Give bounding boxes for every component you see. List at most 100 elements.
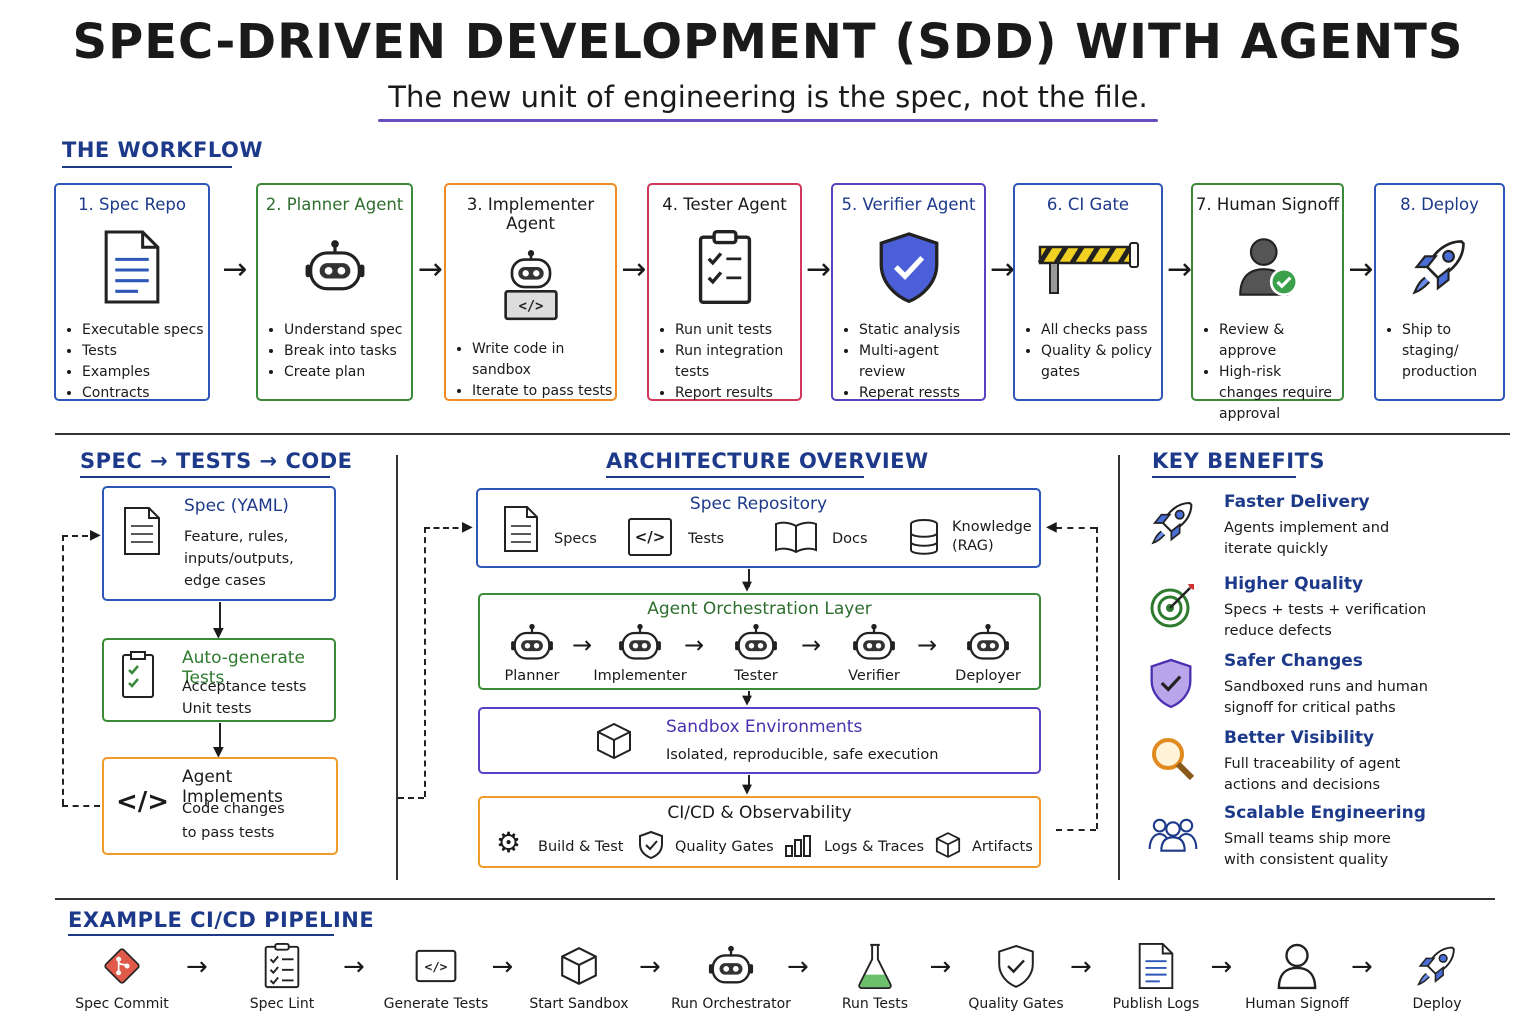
step-bullet: Tests (82, 341, 208, 362)
pipeline-stage-label: Start Sandbox (529, 996, 629, 1012)
flow-arrow: → (684, 631, 705, 659)
workflow-step-5: 5. Verifier Agent Static analysisMulti-a… (831, 183, 986, 401)
agent-label: Tester (734, 668, 778, 684)
pipeline-stage: Spec Lint (212, 940, 352, 1012)
step-bullet: Break into tasks (284, 341, 411, 362)
pipeline-stage-label: Spec Commit (75, 996, 169, 1012)
robot-icon (706, 623, 806, 663)
column-divider (396, 455, 398, 880)
step-bullet: All checks pass (1041, 320, 1161, 341)
benefits-underline (1152, 476, 1296, 478)
pipeline-underline (68, 934, 334, 936)
repo-item-docs: Docs (832, 531, 868, 547)
loop-arrowhead: ▶ (462, 519, 473, 535)
step-bullet: Report results (675, 383, 800, 404)
rocket-icon (1376, 224, 1503, 310)
benefit-item: Better Visibility Full traceability of a… (1148, 728, 1518, 804)
user-check-icon (1193, 224, 1342, 310)
spec-repository-box: Spec Repository Specs </> Tests Docs Kno… (476, 488, 1041, 568)
step-bullet: Contracts (82, 383, 208, 404)
flow-arrow: → (1210, 952, 1233, 982)
architecture-underline (606, 476, 864, 478)
flow-arrow: → (1070, 952, 1092, 982)
subtitle-underline (378, 119, 1158, 122)
benefit-title: Better Visibility (1224, 728, 1375, 748)
pipeline-stage-label: Spec Lint (249, 996, 315, 1012)
cicd-item-build: Build & Test (538, 839, 624, 855)
step-bullet: Understand spec (284, 320, 411, 341)
auto-tests-title: Auto-generate Tests (182, 648, 305, 688)
step-bullet: Run integration tests (675, 341, 800, 383)
step-bullet: Ship to staging/ production (1402, 320, 1503, 383)
benefit-title: Safer Changes (1224, 651, 1363, 671)
pipeline-stage: Human Signoff (1227, 940, 1367, 1012)
step-bullet: Iterate to pass tests (472, 381, 615, 402)
agent-label: Implementer (593, 668, 687, 684)
repo-item-specs: Specs (554, 531, 597, 547)
step-title: 1. Spec Repo (78, 195, 186, 214)
architecture-heading: ARCHITECTURE OVERVIEW (606, 449, 929, 473)
agent-tester: Tester (706, 623, 806, 687)
robot-icon (258, 224, 411, 310)
cube-icon (597, 722, 631, 760)
step-bullet: Review & approve (1219, 320, 1342, 362)
step-title: 2. Planner Agent (265, 195, 404, 214)
down-arrow: ▼ (213, 744, 224, 760)
workflow-step-3: 3. Implementer Agent </> Write code in s… (444, 183, 617, 401)
pipeline-stage: Quality Gates (946, 940, 1086, 1012)
spec-tests-code-heading: SPEC → TESTS → CODE (80, 449, 353, 473)
pipeline-stage: Deploy (1367, 940, 1507, 1012)
repo-item-knowledge: Knowledge (RAG) (952, 519, 1032, 554)
pipeline-stage-label: Quality Gates (968, 996, 1064, 1012)
down-arrow: ▼ (742, 579, 752, 594)
flow-arrow: → (787, 952, 809, 982)
agent-label: Deployer (955, 668, 1021, 684)
orchestration-box: Agent Orchestration Layer Planner→Implem… (478, 593, 1041, 690)
workflow-step-6: 6. CI Gate All checks passQuality & poli… (1013, 183, 1163, 401)
cube-icon (935, 832, 961, 858)
pipeline-stage-label: Deploy (1412, 996, 1462, 1012)
agent-label: Verifier (848, 668, 900, 684)
document-icon (1086, 940, 1226, 992)
shield-check-icon (946, 940, 1086, 992)
flow-arrow: → (417, 252, 444, 287)
flow-arrow: → (917, 631, 938, 659)
benefit-title: Faster Delivery (1224, 492, 1370, 512)
section-divider (55, 433, 1510, 435)
spec-repository-title: Spec Repository (689, 494, 828, 514)
step-bullet: Multi-agent review (859, 341, 984, 383)
code-icon: </> (366, 940, 506, 992)
shield-check-icon (639, 830, 663, 860)
spec-yaml-text: Feature, rules,inputs/outputs,edge cases (184, 529, 294, 589)
step-bullet: Reperat ressts (859, 383, 984, 404)
workflow-step-1: 1. Spec Repo Executable specsTestsExampl… (54, 183, 210, 401)
page-title: SPEC-DRIVEN DEVELOPMENT (SDD) WITH AGENT… (72, 14, 1464, 70)
pipeline-stage: Spec Commit (52, 940, 192, 1012)
pipeline-stage: Run Tests (805, 940, 945, 1012)
flow-arrow: → (186, 952, 208, 982)
rocket-icon (1367, 940, 1507, 992)
checklist-icon (212, 940, 352, 992)
loop-arrowhead: ▶ (90, 527, 101, 543)
flask-icon (805, 940, 945, 992)
step-title: 7. Human Signoff (1195, 195, 1340, 214)
orchestration-title: Agent Orchestration Layer (647, 599, 872, 619)
sandbox-title: Sandbox Environments (666, 717, 863, 737)
user-icon (1227, 940, 1367, 992)
agent-deployer: Deployer (938, 623, 1038, 687)
agent-implementer: Implementer (590, 623, 690, 687)
document-icon (504, 506, 538, 552)
agent-implements-title: Agent Implements (182, 767, 283, 807)
target-icon (1148, 580, 1198, 634)
git-commit-icon (52, 940, 192, 992)
database-icon (910, 519, 938, 555)
step-bullet: Write code in sandbox (472, 339, 615, 381)
flow-arrow: → (1167, 252, 1193, 287)
